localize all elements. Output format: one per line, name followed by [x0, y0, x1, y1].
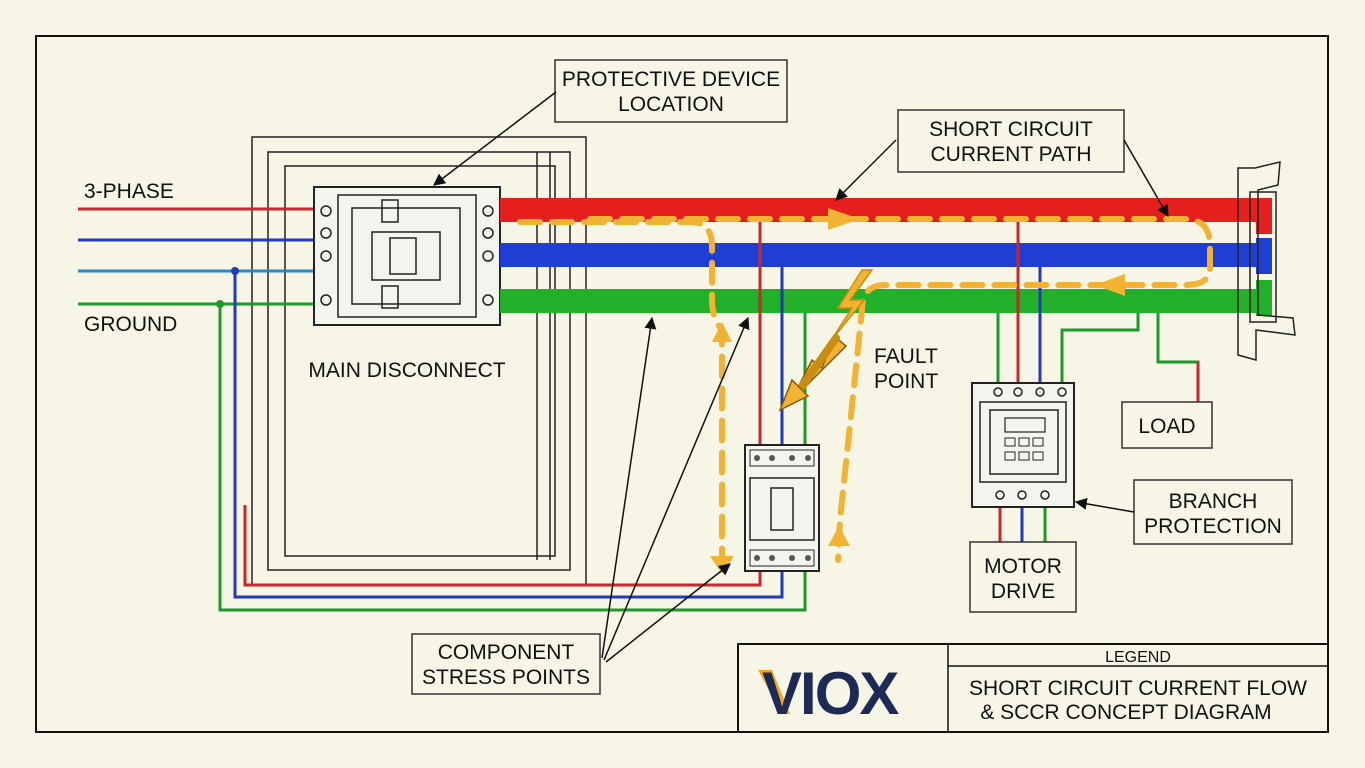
protective-device-label: PROTECTIVE DEVICE	[562, 68, 780, 91]
fault-point-label: POINT	[874, 370, 938, 393]
logo-text: VIOX	[762, 660, 899, 727]
phase-buses	[500, 191, 1277, 323]
stress-points-label: STRESS POINTS	[422, 666, 590, 689]
leader-lines	[433, 91, 1169, 663]
branch-protection-device	[971, 382, 1075, 508]
viox-logo: VIOX	[758, 660, 901, 727]
label-boxes	[411, 59, 1293, 695]
protective-device-label: LOCATION	[618, 93, 724, 116]
current-flow-arrows	[710, 208, 1125, 574]
drawing-border	[35, 35, 1329, 733]
load-label: LOAD	[1138, 415, 1195, 438]
short-circuit-current-path	[517, 216, 1213, 563]
junction-dot	[216, 300, 224, 308]
motor-drive-taps	[996, 222, 1200, 545]
title-block	[737, 643, 1329, 733]
incoming-feeders	[78, 207, 807, 612]
bus-blue	[500, 243, 1260, 267]
bus-green	[500, 289, 1260, 313]
motor-drive-label: MOTOR	[984, 555, 1062, 578]
branch-protection-label: BRANCH	[1169, 490, 1258, 513]
ground-label: GROUND	[84, 313, 177, 336]
branch-circuit-breaker	[744, 444, 820, 572]
short-circuit-path-label: CURRENT PATH	[930, 143, 1091, 166]
short-circuit-path-label: SHORT CIRCUIT	[929, 118, 1093, 141]
motor-drive-label: DRIVE	[991, 580, 1055, 603]
diagram-title: & SCCR CONCEPT DIAGRAM	[980, 701, 1271, 724]
bus-end-bracket	[1237, 161, 1296, 361]
main-disconnect-label: MAIN DISCONNECT	[308, 359, 505, 382]
main-disconnect-breaker	[313, 186, 501, 326]
stress-points-label: COMPONENT	[438, 641, 575, 664]
diagram-title: SHORT CIRCUIT CURRENT FLOW	[969, 677, 1307, 700]
junction-dot	[231, 267, 239, 275]
three-phase-label: 3-PHASE	[84, 180, 174, 203]
legend-header: LEGEND	[1105, 649, 1171, 666]
fault-point-label: FAULT	[874, 345, 938, 368]
fault-lightning-icon	[778, 269, 874, 412]
branch-protection-label: PROTECTION	[1144, 515, 1282, 538]
